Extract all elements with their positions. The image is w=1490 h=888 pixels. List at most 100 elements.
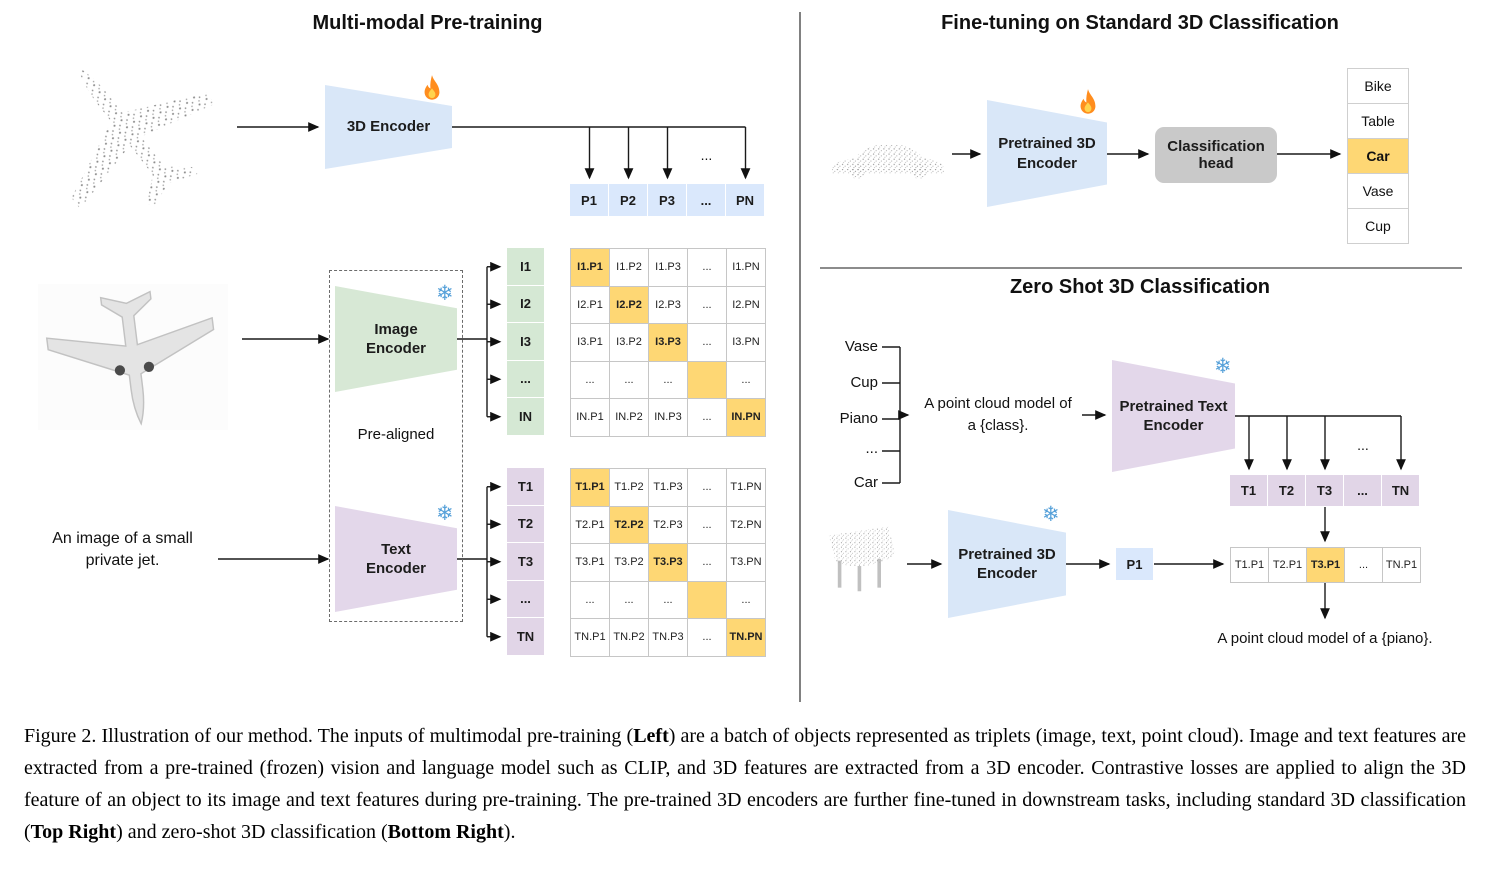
similarity-cell: ... — [649, 581, 688, 619]
similarity-cell: T1.P2 — [610, 469, 649, 507]
finetuning-title: Fine-tuning on Standard 3D Classificatio… — [941, 12, 1339, 34]
p1-feature-cell: P1 — [1116, 548, 1154, 581]
similarity-cell: IN.P1 — [571, 399, 610, 437]
similarity-cell: T2.PN — [727, 506, 766, 544]
similarity-cell — [688, 361, 727, 399]
result-cell: T2.P1 — [1269, 548, 1307, 583]
i-header-cell: I2 — [507, 285, 545, 323]
similarity-cell: I3.P1 — [571, 324, 610, 362]
similarity-cell: ... — [688, 544, 727, 582]
t-header-cell: ... — [1344, 475, 1382, 507]
result-cell: T1.P1 — [1231, 548, 1269, 583]
similarity-cell: I2.P1 — [571, 286, 610, 324]
similarity-cell: ... — [727, 361, 766, 399]
snowflake-icon: ❄ — [436, 282, 454, 305]
t-header-cell: T3 — [1306, 475, 1344, 507]
similarity-cell: TN.P2 — [610, 619, 649, 657]
private-jet-image — [38, 283, 228, 431]
car-pointcloud-image — [832, 144, 944, 179]
result-cell-highlighted: T3.P1 — [1307, 548, 1345, 583]
caption-bold: Left — [633, 725, 669, 747]
similarity-cell: ... — [571, 581, 610, 619]
class-cell: Cup — [1347, 208, 1409, 244]
p-header-cell: PN — [726, 184, 765, 217]
zeroshot-class-label: Piano — [839, 410, 878, 427]
similarity-cell: IN.P2 — [610, 399, 649, 437]
zeroshot-result-row: T1.P1 T2.P1 T3.P1 ... TN.P1 — [1230, 547, 1421, 583]
t-header-cell: T1 — [507, 468, 545, 506]
t-header-cell: ... — [507, 580, 545, 618]
caption-text: Figure 2. Illustration of our method. Th… — [24, 725, 634, 747]
text-feature-row: T1 T2 T3 ... TN — [1230, 475, 1420, 507]
result-cell: ... — [1345, 548, 1383, 583]
text-point-similarity-matrix: T1.P1 T1.P2 T1.P3 ... T1.PN T2.P1 T2.P2 … — [570, 468, 766, 657]
similarity-cell: T2.P2 — [610, 506, 649, 544]
image-feature-column: I1 I2 I3 ... IN — [507, 248, 545, 436]
similarity-cell: I2.PN — [727, 286, 766, 324]
class-cell-highlighted: Car — [1347, 138, 1409, 174]
similarity-cell: IN.PN — [727, 399, 766, 437]
zeroshot-output-text: A point cloud model of a {piano}. — [1217, 630, 1433, 647]
similarity-cell: T1.P3 — [649, 469, 688, 507]
similarity-cell: TN.PN — [727, 619, 766, 657]
i-header-cell: I3 — [507, 323, 545, 361]
zeroshot-class-label: Car — [853, 474, 878, 491]
similarity-cell: TN.P3 — [649, 619, 688, 657]
zeroshot-class-label: ... — [865, 440, 878, 457]
similarity-cell: ... — [688, 619, 727, 657]
similarity-cell: ... — [649, 361, 688, 399]
similarity-cell: I3.P2 — [610, 324, 649, 362]
similarity-cell: ... — [571, 361, 610, 399]
pre-aligned-box — [329, 270, 463, 622]
p-header-cell: ... — [687, 184, 726, 217]
similarity-cell: T2.P1 — [571, 506, 610, 544]
caption-text: ) are a batch of objects represented as … — [24, 725, 1466, 843]
similarity-cell: T2.P3 — [649, 506, 688, 544]
text-input-caption: An image of a small private jet. — [52, 530, 193, 569]
similarity-cell: T3.P3 — [649, 544, 688, 582]
caption-text: ). — [503, 821, 516, 843]
similarity-cell: I2.P3 — [649, 286, 688, 324]
p-header-cell: P3 — [648, 184, 687, 217]
t-header-cell: T1 — [1230, 475, 1268, 507]
snowflake-icon: ❄ — [1214, 355, 1232, 378]
similarity-cell: I2.P2 — [610, 286, 649, 324]
similarity-cell: T1.P1 — [571, 469, 610, 507]
airplane-pointcloud-image — [71, 66, 215, 210]
t-header-cell: T3 — [507, 543, 545, 581]
caption-text: ) and zero-shot 3D classification ( — [116, 821, 388, 843]
ellipsis-text: ... — [1357, 437, 1369, 453]
snowflake-icon: ❄ — [436, 502, 454, 525]
class-cell: Vase — [1347, 173, 1409, 209]
similarity-cell: ... — [688, 399, 727, 437]
similarity-cell: T3.PN — [727, 544, 766, 582]
similarity-cell: I1.P2 — [610, 249, 649, 287]
p-header-cell: P1 — [570, 184, 609, 217]
prompt-text: A point cloud model of a {class}. — [924, 395, 1072, 434]
ellipsis-text: ... — [701, 147, 713, 163]
similarity-cell: ... — [688, 506, 727, 544]
i-header-cell: I1 — [507, 248, 545, 286]
classification-head: Classification head — [1155, 127, 1277, 183]
similarity-cell: T1.PN — [727, 469, 766, 507]
similarity-cell: T3.P1 — [571, 544, 610, 582]
fire-icon — [418, 74, 446, 106]
zeroshot-class-label: Vase — [844, 338, 878, 355]
similarity-cell — [688, 581, 727, 619]
caption-bold: Bottom Right — [387, 821, 504, 843]
similarity-cell: IN.P3 — [649, 399, 688, 437]
zeroshot-class-label: Cup — [850, 374, 878, 391]
similarity-cell: ... — [610, 361, 649, 399]
similarity-cell: ... — [610, 581, 649, 619]
similarity-cell: I3.PN — [727, 324, 766, 362]
i-header-cell: ... — [507, 360, 545, 398]
point-feature-row: P1 P2 P3 ... PN — [570, 184, 765, 217]
pretraining-title: Multi-modal Pre-training — [312, 12, 543, 34]
image-point-similarity-matrix: I1.P1 I1.P2 I1.P3 ... I1.PN I2.P1 I2.P2 … — [570, 248, 766, 437]
connector-lines: ... ... — [218, 12, 1462, 702]
i-header-cell: IN — [507, 398, 545, 436]
similarity-cell: I1.P3 — [649, 249, 688, 287]
class-list: Bike Table Car Vase Cup — [1347, 68, 1409, 244]
figure-caption: Figure 2. Illustration of our method. Th… — [24, 720, 1466, 848]
